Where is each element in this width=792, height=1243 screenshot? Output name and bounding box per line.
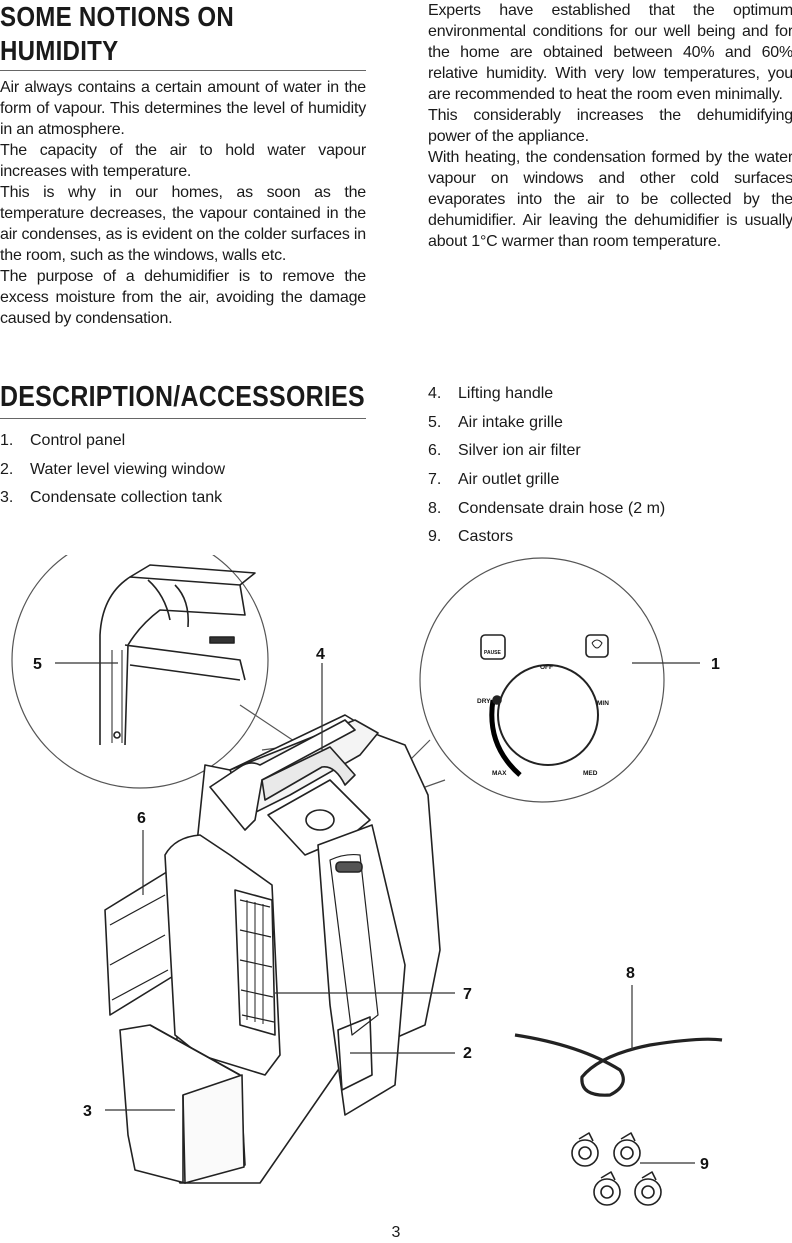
dial-min-label: MIN — [597, 700, 609, 707]
left-column: SOME NOTIONS ON HUMIDITY Air always cont… — [0, 0, 366, 506]
intake-detail-circle — [11, 555, 301, 789]
callout-4: 4 — [316, 646, 325, 663]
paragraph: The purpose of a dehumidifier is to remo… — [0, 268, 366, 327]
list-item: 4.Lifting handle — [428, 385, 554, 402]
callout-9: 9 — [700, 1156, 709, 1173]
dial-dry-label: DRY — [477, 698, 491, 705]
callout-numbers: 5 4 1 6 8 7 2 3 9 — [33, 646, 720, 1173]
dial-off-label: OFF — [540, 664, 553, 671]
description-rule — [0, 418, 366, 419]
description-section: DESCRIPTION/ACCESSORIES 1.Control panel … — [0, 380, 366, 513]
list-item: 7.Air outlet grille — [428, 471, 560, 489]
callout-5: 5 — [33, 656, 42, 673]
paragraph: With heating, the condensation formed by… — [428, 149, 792, 250]
dial-max-label: MAX — [492, 770, 507, 777]
humidity-title-line1: SOME NOTIONS ON — [0, 1, 234, 32]
dial-med-label: MED — [583, 770, 598, 777]
accessory-list-left: 1.Control panel 2.Water level viewing wi… — [0, 427, 366, 513]
list-item: 8.Condensate drain hose (2 m) — [428, 499, 666, 517]
leader-lines — [55, 662, 700, 1164]
paragraph: Air always contains a certain amount of … — [0, 79, 366, 138]
humidity-title-line2: HUMIDITY — [0, 35, 119, 66]
callout-8: 8 — [626, 965, 635, 982]
callout-3: 3 — [83, 1103, 92, 1120]
callout-2: 2 — [463, 1045, 472, 1062]
accessory-list-right: 4.Lifting handle 5.Air intake grille 6.S… — [428, 380, 792, 552]
callout-7: 7 — [463, 986, 472, 1003]
paragraph: This is why in our homes, as soon as the… — [0, 184, 366, 264]
drain-hose — [514, 1033, 723, 1097]
humidity-left-text: Air always contains a certain amount of … — [0, 77, 366, 329]
callout-6: 6 — [137, 810, 146, 827]
dial-labels: OFF MIN MED MAX DRY PAUSE — [477, 650, 609, 777]
right-column: Experts have established that the optimu… — [428, 0, 792, 545]
list-item: 2.Water level viewing window — [0, 460, 226, 478]
title-rule — [0, 70, 366, 71]
list-item: 1.Control panel — [0, 432, 126, 449]
list-item: 9.Castors — [428, 528, 514, 546]
pause-label: PAUSE — [484, 650, 502, 656]
paragraph: This considerably increases the dehumidi… — [428, 107, 792, 145]
dehumidifier-diagram: OFF MIN MED MAX DRY PAUSE 5 4 1 6 8 7 2 … — [11, 555, 723, 1206]
paragraph: Experts have established that the optimu… — [428, 2, 792, 103]
list-item: 3.Condensate collection tank — [0, 489, 223, 507]
humidity-right-text: Experts have established that the optimu… — [428, 0, 792, 252]
page-number: 3 — [391, 1224, 401, 1241]
castors — [571, 1132, 662, 1206]
dehumidifier-body — [104, 714, 441, 1184]
humidity-title: SOME NOTIONS ON HUMIDITY — [0, 0, 370, 68]
list-item: 5.Air intake grille — [428, 413, 563, 431]
list-item: 6.Silver ion air filter — [428, 442, 581, 460]
callout-1: 1 — [711, 656, 720, 673]
paragraph: The capacity of the air to hold water va… — [0, 142, 366, 180]
description-title: DESCRIPTION/ACCESSORIES — [0, 381, 365, 413]
